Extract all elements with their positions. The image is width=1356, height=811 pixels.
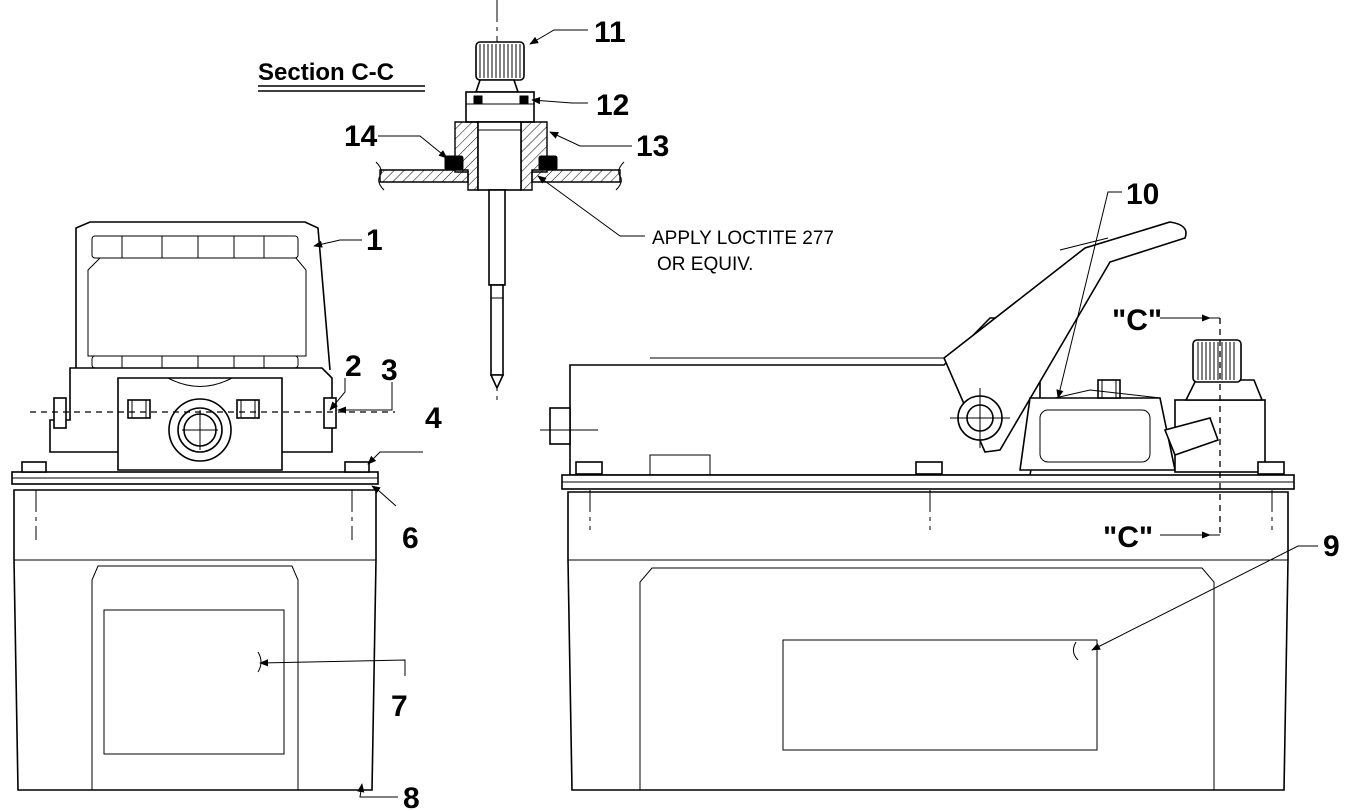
release-knob-side [1192,339,1242,383]
side-view [540,221,1295,791]
callout-1: 1 [366,224,383,257]
callout-3: 3 [381,354,398,387]
section-mark-top: "C" [1112,304,1162,337]
loctite-note-line2: OR EQUIV. [657,254,753,275]
callout-14: 14 [344,120,378,153]
loctite-note-line1: APPLY LOCTITE 277 [652,228,834,249]
callout-labels: 11 12 13 14 10 1 2 3 4 6 7 8 9 "C" "C" A… [344,16,1340,811]
pedal-lever-side [943,221,1187,453]
callout-6: 6 [402,522,419,555]
section-cc-detail: Section C-C [258,0,625,400]
pedal-top [75,221,331,371]
front-view [11,221,395,791]
callout-11: 11 [594,16,626,49]
label-area-side [782,639,1098,751]
callout-7: 7 [391,690,408,723]
callout-12: 12 [596,89,629,122]
label-area-front [103,609,285,755]
leader-lines [257,29,1318,798]
section-title: Section C-C [258,59,394,86]
reservoir-side [567,491,1289,791]
callout-2: 2 [345,350,362,383]
callout-4: 4 [425,402,442,435]
callout-13: 13 [636,130,669,163]
callout-8: 8 [403,782,420,811]
callout-10: 10 [1126,178,1159,211]
section-mark-bottom: "C" [1103,521,1153,554]
callout-9: 9 [1323,530,1340,563]
reservoir-front [13,489,377,791]
